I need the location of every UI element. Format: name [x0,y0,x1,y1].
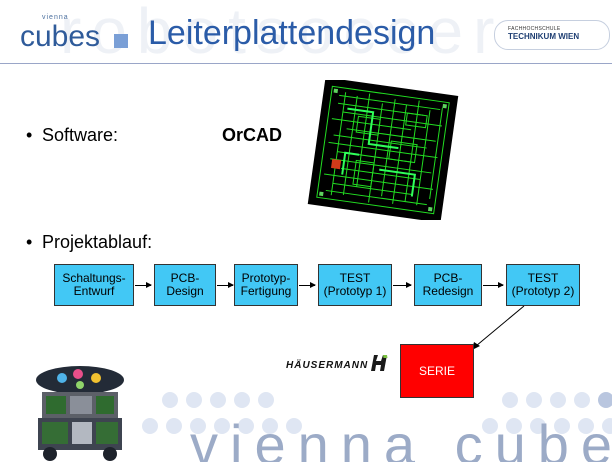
flow-step-serie: SERIE [400,344,474,398]
pcb-layout-image [307,80,459,220]
decorative-dots [142,392,612,434]
bullet-software: •Software: [26,125,119,145]
flow-arrow-to-serie [472,305,525,350]
partner-logo-bottom: TECHNIKUM WIEN [508,32,580,41]
header-divider [0,63,612,64]
flow-arrow [393,282,412,288]
header-watermark: robotsoccer [60,0,505,67]
flow-step-test-prototyp-2: TEST(Prototyp 2) [506,264,580,306]
slide-title: Leiterplattendesign [148,14,436,52]
bullet-projektablauf: •Projektablauf: [26,232,153,252]
flow-arrow [217,282,234,288]
software-value: OrCAD [222,125,283,145]
manufacturer-logo-text: HÄUSERMANN [286,360,369,371]
flow-step-test-prototyp-1: TEST(Prototyp 1) [318,264,392,306]
flow-step-schaltungsentwurf: Schaltungs-Entwurf [54,264,134,306]
logo-subtext: vienna [42,14,69,21]
flow-arrow [135,282,152,288]
flow-arrow [299,282,316,288]
partner-logo-top: FACHHOCHSCHULE [508,26,561,32]
flow-step-prototyp-fertigung: Prototyp-Fertigung [234,264,298,306]
logo-square-icon [114,34,128,48]
footer-watermark: vienna cubes [190,413,612,462]
slide-header: vienna cubes Leiterplattendesign FACHHOC… [0,0,612,64]
flow-step-pcb-design: PCB-Design [154,264,216,306]
logo-cubes: cubes [20,20,101,53]
bullet-software-label: Software: [42,125,119,145]
partner-logo-frame [494,20,610,50]
robot-image [36,366,124,461]
bullet-projektablauf-label: Projektablauf: [42,232,153,252]
flow-arrow [483,282,504,288]
manufacturer-logo-icon [371,355,388,371]
flow-step-pcb-redesign: PCB-Redesign [414,264,482,306]
